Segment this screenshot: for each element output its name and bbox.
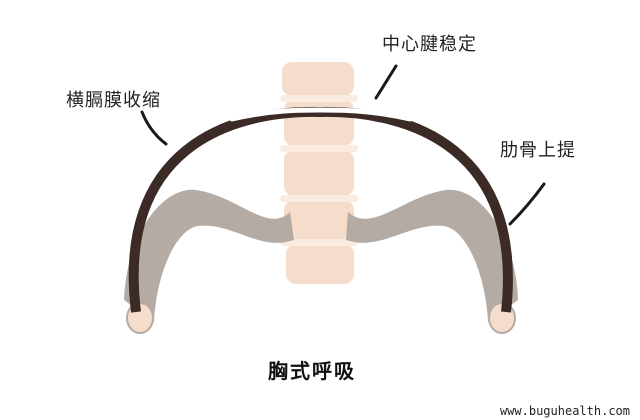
ribs-leader-line [508, 182, 546, 226]
vertebra [284, 100, 354, 146]
intervertebral-disc [280, 145, 358, 152]
vertebra [282, 62, 354, 96]
website-credit: www.buguhealth.com [499, 404, 630, 418]
vertebra [284, 200, 354, 242]
central-tendon-label: 中心腱稳定 [382, 34, 477, 55]
intervertebral-disc [280, 195, 358, 202]
ribs-label: 肋骨上提 [500, 140, 576, 161]
diaphragm-label: 横膈膜收缩 [66, 90, 161, 111]
left-rib [124, 189, 294, 334]
central-tendon [229, 107, 413, 122]
vertebra [284, 150, 354, 196]
diaphragm-leader-line [140, 110, 168, 146]
diagram-caption: 胸式呼吸 [268, 359, 356, 383]
spine [280, 62, 358, 284]
intervertebral-disc [280, 239, 358, 246]
intervertebral-disc [280, 95, 358, 102]
vertebra [286, 244, 354, 284]
tendon-leader-line [374, 64, 398, 100]
